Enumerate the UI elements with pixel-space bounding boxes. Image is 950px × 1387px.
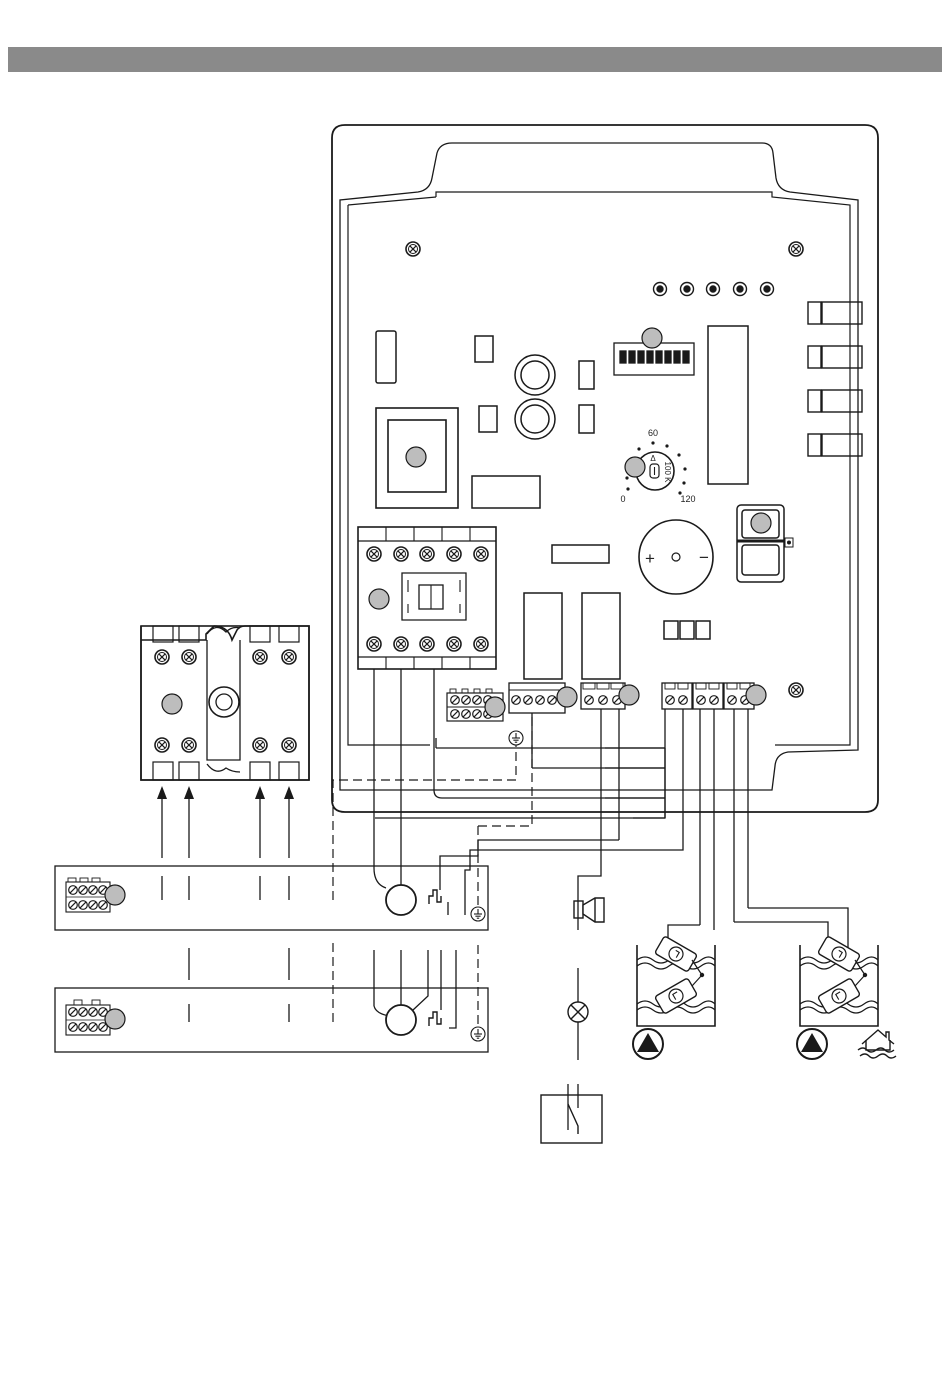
buzzer-minus: −	[699, 548, 709, 567]
dashed-wires	[333, 713, 532, 1025]
contactor	[358, 527, 496, 669]
screw-icon	[406, 242, 803, 697]
plug-in-relay-base	[141, 626, 309, 780]
dial-knob-label: 100 K	[663, 462, 672, 484]
wires	[374, 669, 848, 1130]
float-switch-icon	[655, 936, 698, 1014]
transformer	[376, 408, 458, 508]
sump-tank-1	[637, 936, 715, 1026]
dial-mark-right: 120	[680, 494, 695, 504]
motor-icon	[386, 1005, 416, 1035]
float-switch-icon	[818, 936, 861, 1014]
lamp-icon	[568, 1002, 588, 1022]
motor-icon	[386, 885, 416, 915]
main-switch	[737, 505, 793, 582]
potentiometer-icon: 60 0 120 Δ 100 K	[620, 428, 695, 504]
buzzer-icon: + −	[639, 520, 713, 594]
pump-panel-1	[55, 866, 488, 930]
dial-mark-top: 60	[648, 428, 658, 438]
ground-icon	[509, 731, 523, 745]
sump-tank-2	[800, 936, 878, 1026]
dip-switch-icon	[614, 328, 694, 375]
side-connectors	[808, 302, 862, 456]
dial-mark-left: 0	[620, 494, 625, 504]
dial-delta: Δ	[650, 454, 656, 463]
buzzer-plus: +	[645, 549, 655, 568]
pump-icon	[797, 1029, 827, 1059]
external-switch	[541, 1095, 602, 1143]
pump-icon	[633, 1029, 663, 1059]
relay-arrows	[157, 786, 294, 1022]
terminal-strips	[509, 683, 766, 713]
terminal-block-internal	[447, 689, 505, 721]
flood-alarm-icon	[858, 1030, 896, 1058]
pump-panel-2	[55, 950, 488, 1052]
led-icon	[654, 283, 774, 296]
